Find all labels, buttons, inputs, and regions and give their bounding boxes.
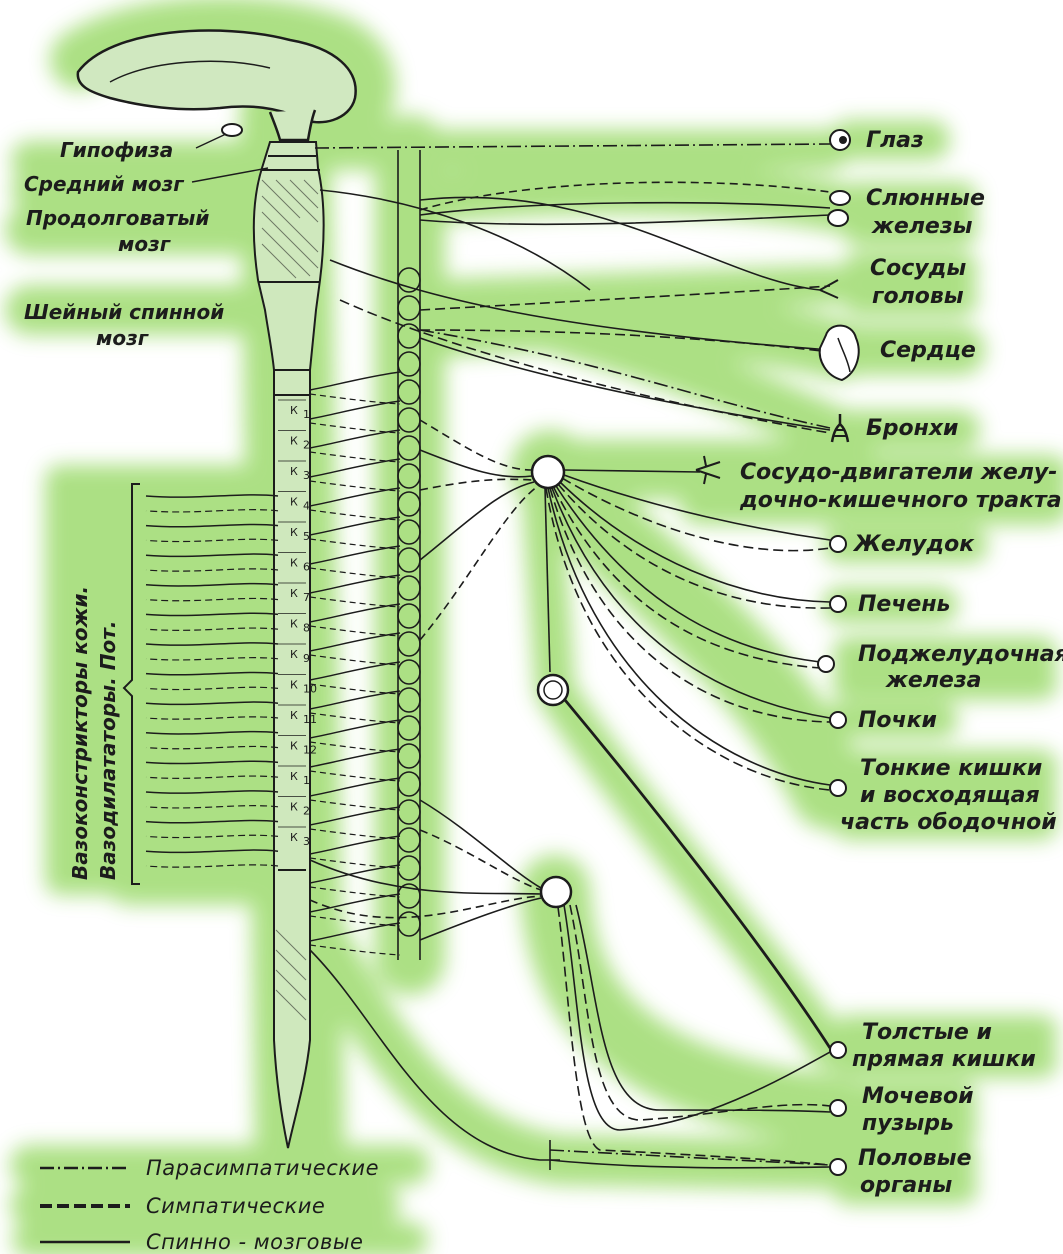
organ-label-small-intestine-3: часть ободочной	[840, 808, 1057, 837]
segment-number: 6	[303, 561, 310, 574]
segment-letter: К	[290, 740, 298, 753]
celiac-ganglion	[532, 456, 564, 488]
colon-marker	[830, 1042, 846, 1058]
organ-label-pancreas-2: железа	[886, 666, 981, 695]
kidney-marker	[830, 712, 846, 728]
segment-number: 11	[303, 713, 317, 726]
organ-label-head-vessels-2: головы	[872, 282, 964, 311]
bladder-marker	[830, 1100, 846, 1116]
segment-number: 9	[303, 652, 310, 665]
legend-label-parasympathetic: Парасимпатические	[146, 1155, 379, 1181]
segment-letter: К	[290, 770, 298, 783]
legend-label-spinal: Спинно - мозговые	[146, 1229, 363, 1254]
skin-label-vasodilators: Вазодилататоры. Пот.	[96, 621, 120, 880]
organ-label-kidneys: Почки	[858, 706, 937, 735]
segment-number: 1	[303, 408, 310, 421]
eye-icon	[830, 130, 850, 150]
segment-letter: К	[290, 801, 298, 814]
pancreas-marker	[818, 656, 834, 672]
segment-number: 8	[303, 622, 310, 635]
segment-letter: К	[290, 465, 298, 478]
hypophysis-label: Гипофиза	[60, 138, 173, 162]
segment-letter: К	[290, 435, 298, 448]
segment-letter: К	[290, 404, 298, 417]
segment-letter: К	[290, 709, 298, 722]
medulla-label-line1: Продолговатый	[26, 206, 209, 230]
organ-label-stomach: Желудок	[854, 530, 974, 559]
segment-letter: К	[290, 831, 298, 844]
segment-letter: К	[290, 526, 298, 539]
organ-label-colon-2: прямая кишки	[852, 1045, 1036, 1074]
organ-label-gi-vasomotor-2: дочно-кишечного тракта	[740, 486, 1062, 515]
genitals-marker	[830, 1159, 846, 1175]
legend-label-sympathetic: Симпатические	[146, 1193, 325, 1219]
cervical-cord-label-line1: Шейный спинной	[24, 300, 224, 324]
spinal-cord	[274, 370, 310, 1148]
segment-letter: К	[290, 496, 298, 509]
segment-number: 12	[303, 744, 317, 757]
segment-number: 2	[303, 439, 310, 452]
organ-label-pancreas-1: Поджелудочная	[858, 640, 1063, 669]
organ-label-eye: Глаз	[866, 126, 924, 155]
segment-number: 2	[303, 805, 310, 818]
stomach-marker	[830, 536, 846, 552]
midbrain-label: Средний мозг	[24, 172, 184, 196]
segment-letter: К	[290, 587, 298, 600]
segment-number: 1	[303, 774, 310, 787]
organ-label-head-vessels-1: Сосуды	[870, 254, 966, 283]
organ-label-colon-1: Толстые и	[862, 1018, 992, 1047]
segment-number: 5	[303, 530, 310, 543]
mesenteric-ganglion	[538, 675, 568, 705]
organ-label-genitals-2: органы	[860, 1171, 952, 1200]
skin-label-vasoconstrictors: Вазоконстрикторы кожи.	[68, 586, 92, 880]
organ-label-gi-vasomotor-1: Сосудо-двигатели желу-	[740, 458, 1057, 487]
segment-number: 7	[303, 591, 310, 604]
liver-marker	[830, 596, 846, 612]
segment-letter: К	[290, 648, 298, 661]
segment-letter: К	[290, 618, 298, 631]
organ-label-heart: Сердце	[880, 336, 976, 365]
segment-number: 4	[303, 500, 310, 513]
organ-label-bladder-2: пузырь	[862, 1109, 954, 1138]
pelvic-ganglion	[541, 877, 571, 907]
medulla-label-line2: мозг	[118, 232, 170, 256]
organ-label-salivary-2: железы	[872, 212, 973, 241]
segment-number: 3	[303, 835, 310, 848]
organ-label-salivary-1: Слюнные	[866, 184, 985, 213]
organ-label-genitals-1: Половые	[858, 1144, 972, 1173]
cervical-cord-label-line2: мозг	[96, 326, 148, 350]
organ-label-liver: Печень	[858, 590, 950, 619]
organ-label-small-intestine-2: и восходящая	[860, 781, 1040, 810]
segment-letter: К	[290, 679, 298, 692]
segment-letter: К	[290, 557, 298, 570]
organ-label-bladder-1: Мочевой	[862, 1082, 973, 1111]
segment-number: 3	[303, 469, 310, 482]
organ-label-bronchi: Бронхи	[866, 414, 958, 443]
organ-label-small-intestine-1: Тонкие кишки	[860, 754, 1042, 783]
intestine-marker	[830, 780, 846, 796]
